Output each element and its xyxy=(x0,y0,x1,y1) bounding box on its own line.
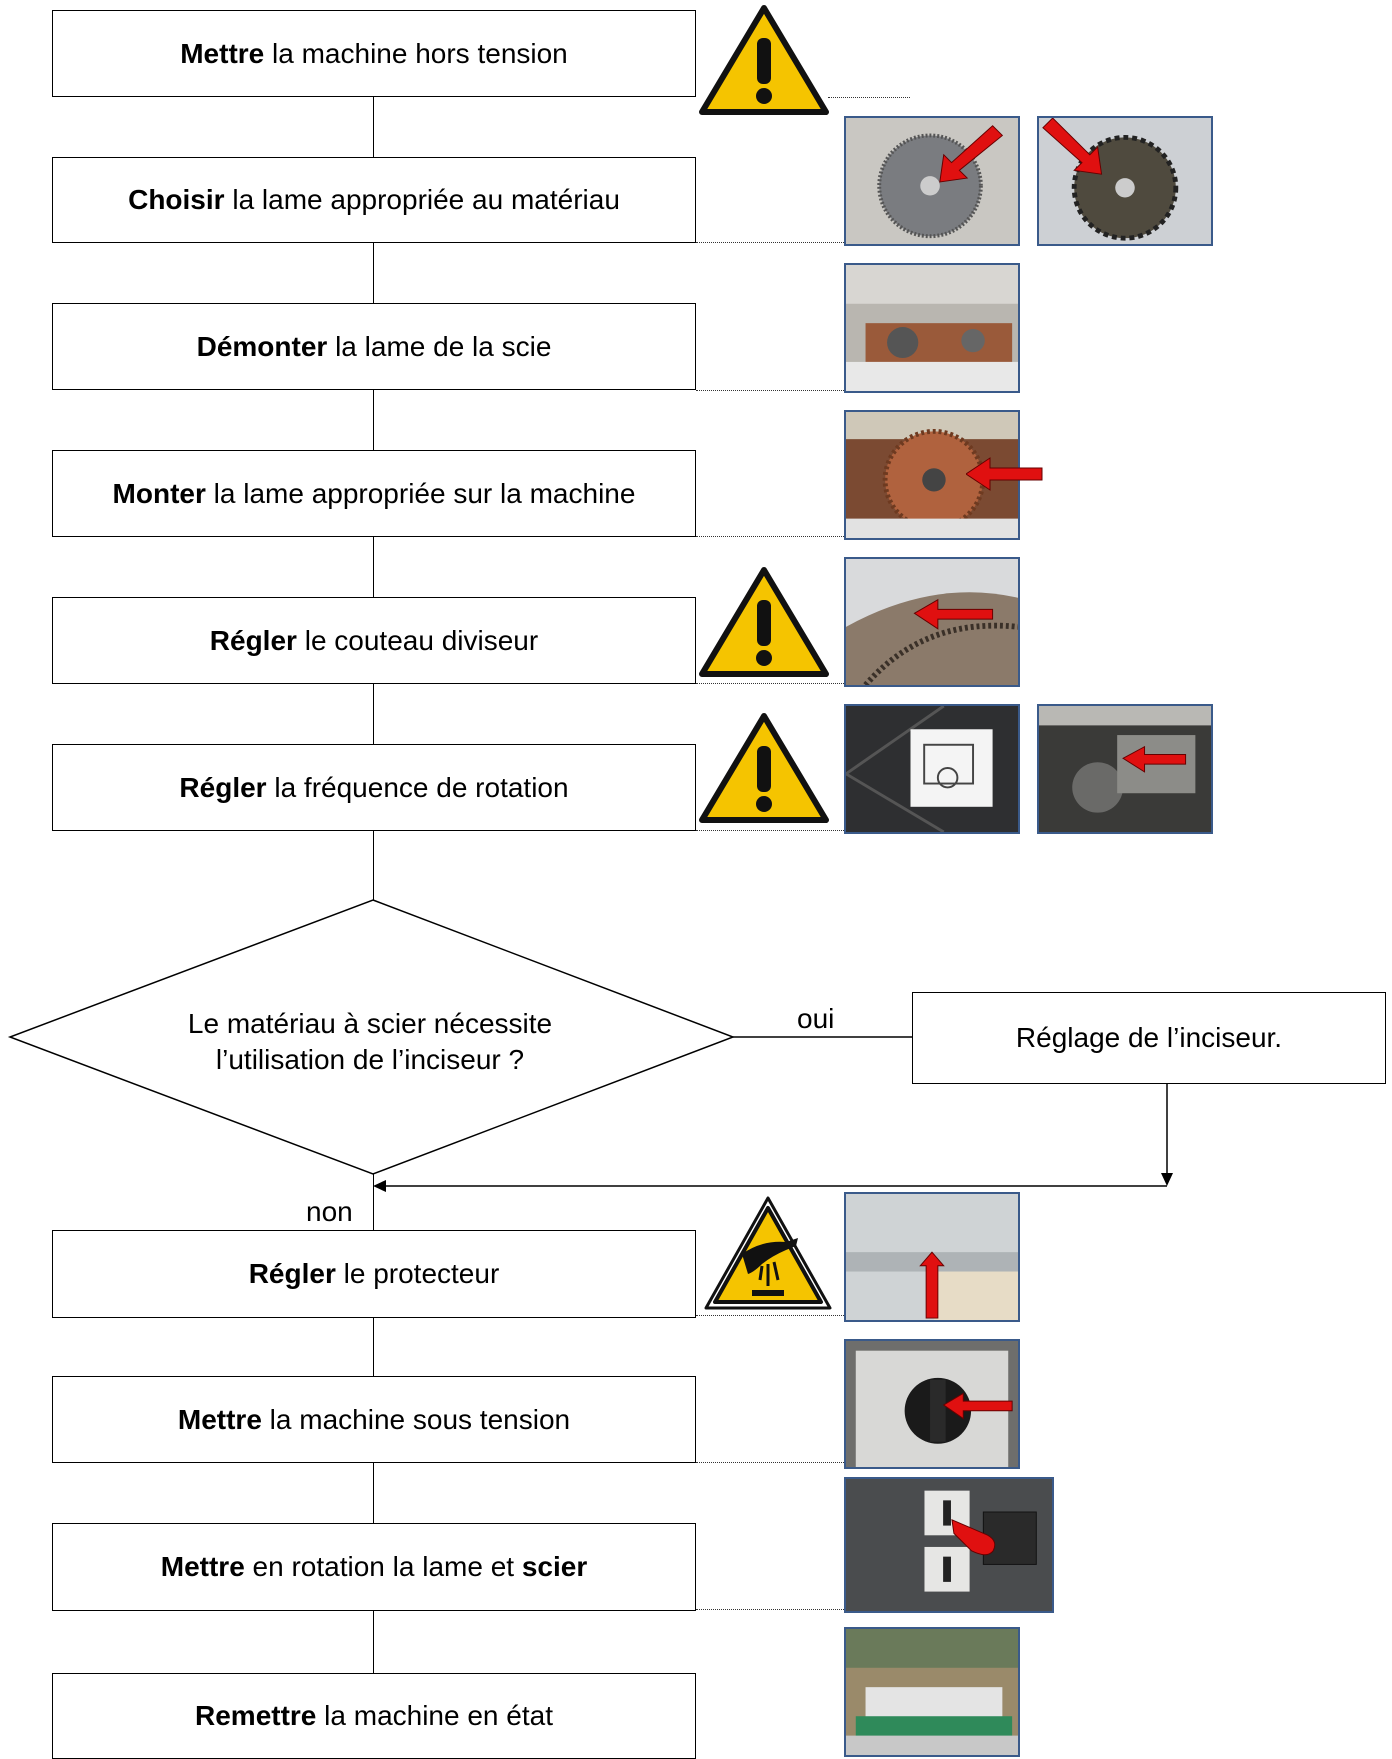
connector xyxy=(373,1463,374,1525)
step-verb: Choisir xyxy=(128,184,225,215)
connector xyxy=(373,1611,374,1673)
yes-label: oui xyxy=(797,1003,835,1034)
leader-line xyxy=(696,390,844,391)
dismount-blade-photo xyxy=(844,263,1020,393)
belt-pulley-photo xyxy=(1037,704,1213,834)
connector xyxy=(373,831,374,906)
step-text: la machine hors tension xyxy=(264,37,568,69)
leader-line xyxy=(828,97,910,98)
step-text: la lame appropriée sur la machine xyxy=(205,477,636,509)
riving-knife-photo xyxy=(844,557,1020,687)
step-verb: Mettre xyxy=(177,1403,262,1435)
step-box: Démonter la lame de la scie xyxy=(52,303,696,390)
connector xyxy=(373,537,374,597)
yes-action-text: Réglage de l’inciseur. xyxy=(1015,1022,1283,1053)
red-arrow-icon xyxy=(966,457,1043,491)
step-verb: Mettre xyxy=(180,37,265,69)
no-label: non xyxy=(306,1196,353,1227)
leader-line xyxy=(696,830,844,831)
main-switch-photo xyxy=(844,1339,1020,1469)
saw-blade-photo-coarse xyxy=(1037,116,1213,246)
arrowhead-left-icon xyxy=(373,1180,386,1192)
step-text: la lame de la scie xyxy=(327,330,552,362)
step-text: la fréquence de rotation xyxy=(266,771,569,803)
decision-line-1: Le matériau à scier nécessite xyxy=(187,1008,553,1039)
step-box: Mettre en rotation la lame et scier xyxy=(52,1523,696,1611)
step-verb: Mettre xyxy=(160,1551,245,1582)
step-box: Régler le protecteur xyxy=(52,1230,696,1318)
yes-action-box: Réglage de l’inciseur. xyxy=(912,992,1386,1084)
leader-line xyxy=(696,1315,844,1316)
step-box: Mettre la machine hors tension xyxy=(52,10,696,97)
connector xyxy=(373,1318,374,1380)
decision-question: Le matériau à scier nécessite l’utilisat… xyxy=(120,1006,620,1078)
connector xyxy=(373,684,374,744)
leader-line xyxy=(696,1609,844,1610)
leader-line xyxy=(696,242,844,243)
warning-triangle-icon xyxy=(699,567,829,677)
hand-hazard-icon xyxy=(704,1196,832,1310)
connector xyxy=(373,97,374,157)
step-box: Régler le couteau diviseur xyxy=(52,597,696,684)
step-verb: Démonter xyxy=(196,330,328,362)
step-verb: Régler xyxy=(179,771,267,803)
arrowhead-down-icon xyxy=(1161,1173,1173,1186)
connector xyxy=(373,390,374,450)
connector xyxy=(373,1174,374,1230)
step-text: le protecteur xyxy=(335,1258,500,1289)
step-verb-2: scier xyxy=(521,1551,588,1582)
saw-blade-photo-fine xyxy=(844,116,1020,246)
step-text: en rotation la lame et xyxy=(244,1551,522,1582)
guard-photo xyxy=(844,1192,1020,1322)
decision-diamond xyxy=(7,899,736,1175)
rotation-chart-photo xyxy=(844,704,1020,834)
connector xyxy=(373,243,374,303)
step-box: Régler la fréquence de rotation xyxy=(52,744,696,831)
decision-line-2: l’utilisation de l’inciseur ? xyxy=(215,1044,525,1075)
leader-line xyxy=(696,683,844,684)
step-verb: Régler xyxy=(248,1258,336,1289)
step-verb: Régler xyxy=(209,624,297,656)
step-text: le couteau diviseur xyxy=(296,624,539,656)
step-text: la machine en état xyxy=(316,1700,553,1731)
step-box: Monter la lame appropriée sur la machine xyxy=(52,450,696,537)
warning-triangle-icon xyxy=(699,5,829,115)
warning-triangle-icon xyxy=(699,713,829,823)
start-button-photo xyxy=(844,1477,1054,1613)
leader-line xyxy=(696,536,844,537)
step-box: Mettre la machine sous tension xyxy=(52,1376,696,1463)
step-verb: Monter xyxy=(112,477,206,509)
step-text: la machine sous tension xyxy=(261,1403,571,1435)
step-text: la lame appropriée au matériau xyxy=(224,184,620,215)
leader-line xyxy=(696,1462,844,1463)
step-box: Choisir la lame appropriée au matériau xyxy=(52,157,696,243)
step-verb: Remettre xyxy=(195,1700,317,1731)
workshop-photo xyxy=(844,1627,1020,1757)
